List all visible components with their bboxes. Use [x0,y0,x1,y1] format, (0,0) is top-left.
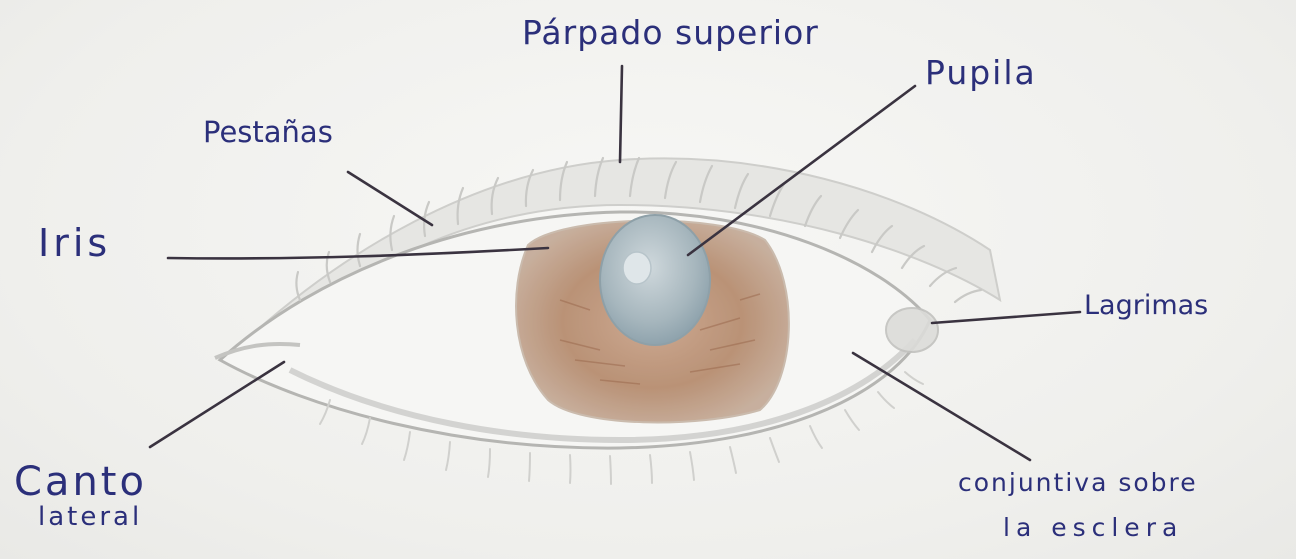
label-parpado-superior: Párpado superior [522,16,819,49]
label-canto-lateral-line2: lateral [38,504,142,530]
label-canto-lateral-line1: Canto [14,462,147,502]
label-pupila: Pupila [925,56,1037,89]
leader-conjuntiva [853,353,1030,460]
leader-pestanas [348,172,432,225]
tear-duct [886,308,938,352]
leader-canto-lateral [150,362,284,447]
label-conjuntiva-line2: la esclera [1003,515,1183,540]
leader-lagrimas [932,312,1080,323]
leader-parpado-superior [620,66,622,162]
label-conjuntiva-line1: conjuntiva sobre [958,470,1198,495]
pupil [600,215,710,345]
label-pestanas: Pestañas [203,118,333,147]
label-lagrimas: Lagrimas [1084,292,1208,319]
pupil-highlight [623,252,651,284]
label-iris: Iris [38,224,111,262]
